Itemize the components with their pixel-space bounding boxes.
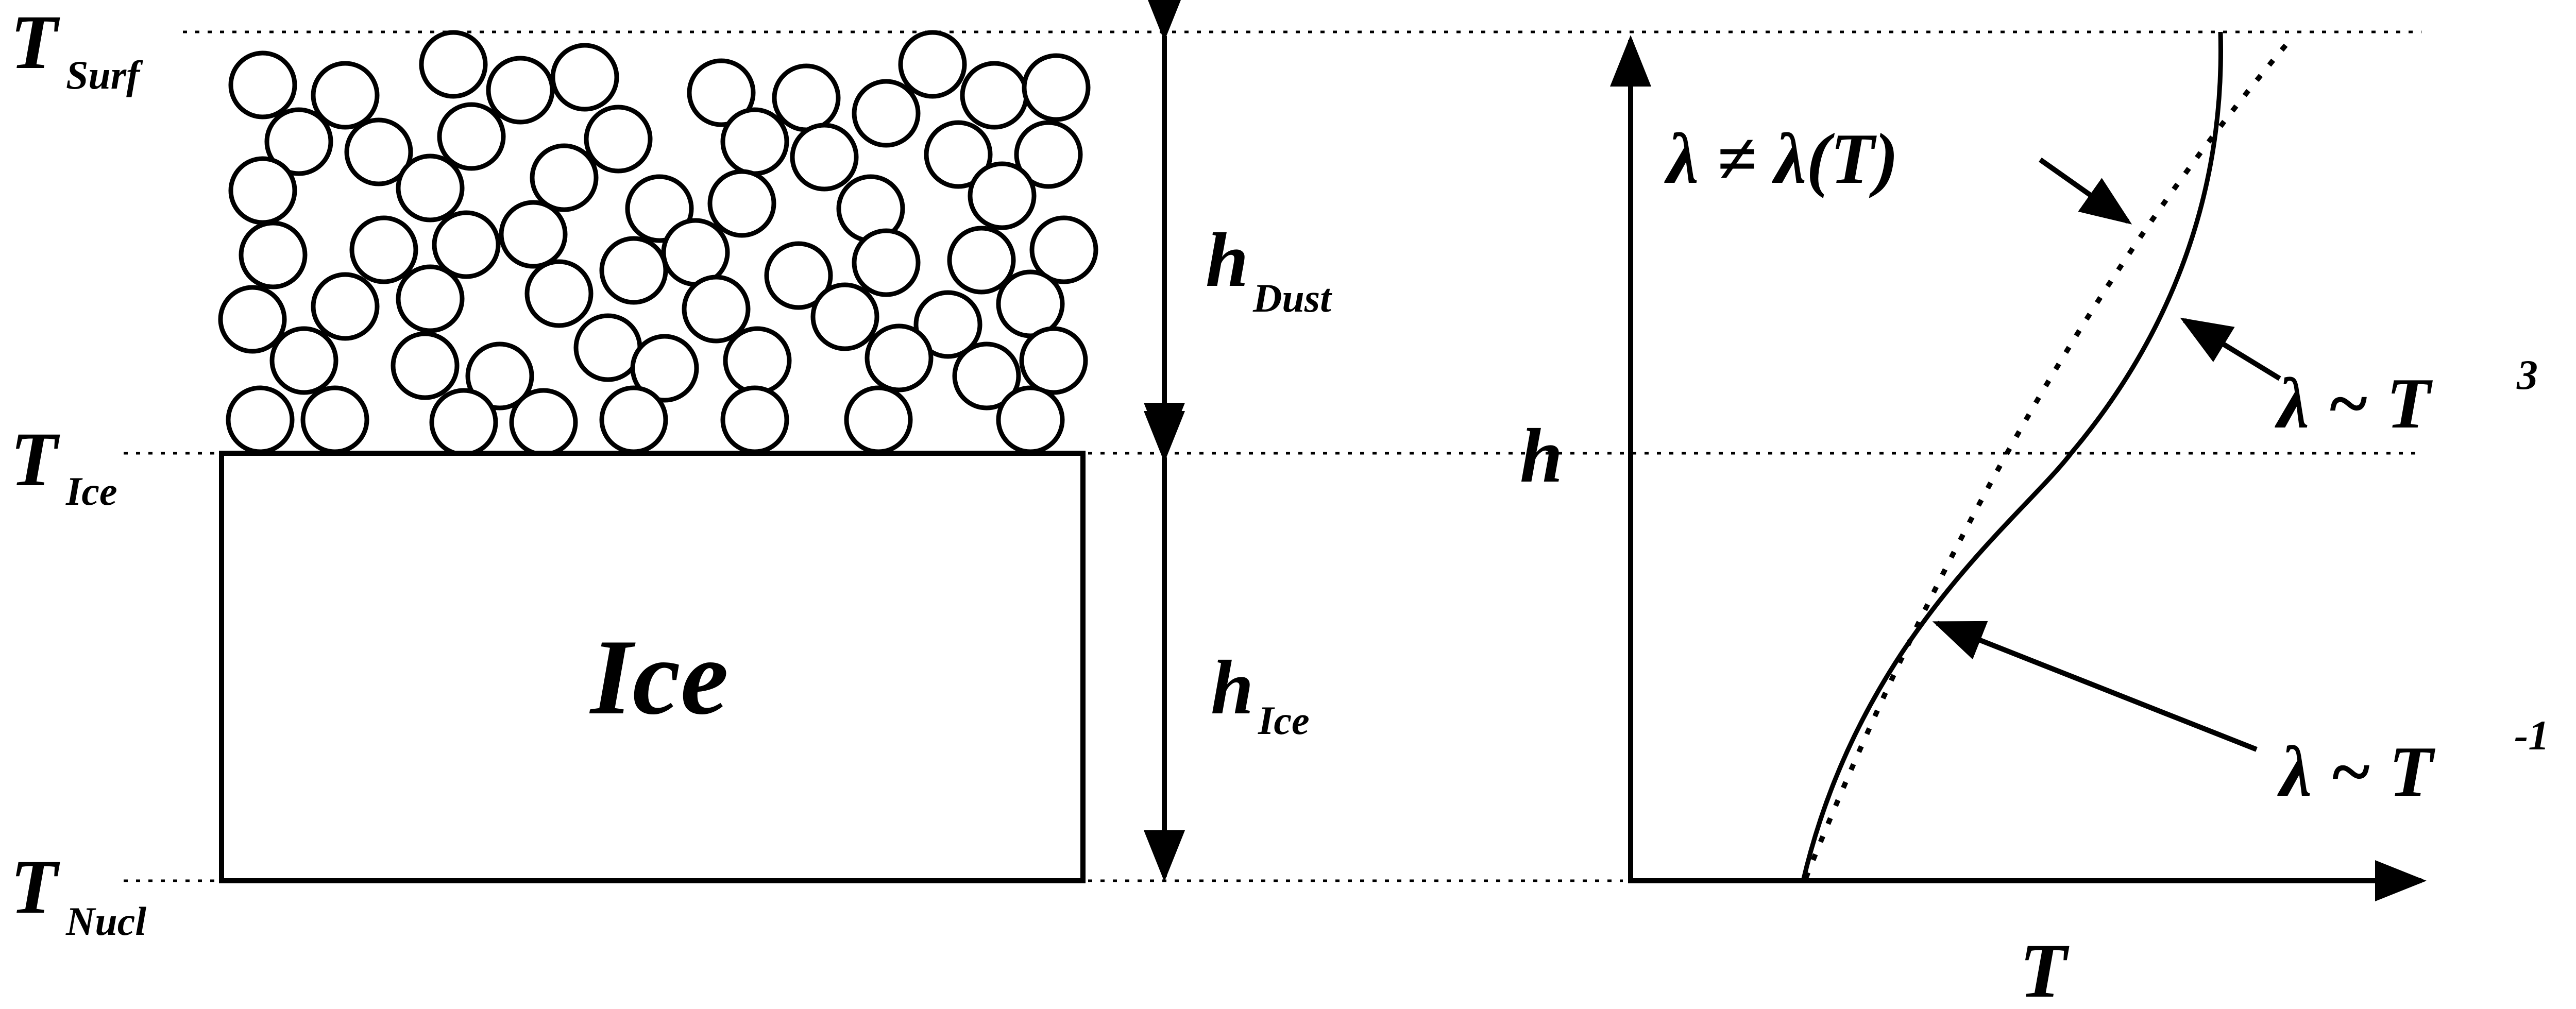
dust-particle (661, 218, 730, 287)
svg-text:h: h (1206, 217, 1248, 303)
svg-text:λ ~ T: λ ~ T (2277, 732, 2436, 812)
dust-particle (720, 107, 789, 176)
label-t-nucl: T Nucl (10, 844, 146, 944)
dust-particle (947, 226, 1016, 295)
svg-text:T: T (10, 844, 60, 930)
svg-text:3: 3 (2516, 351, 2538, 398)
label-t-ice: T Ice (10, 417, 117, 514)
dust-particle (530, 143, 599, 212)
label-h-ice: h Ice (1211, 645, 1310, 743)
dust-particle (419, 30, 488, 99)
dust-particle (218, 285, 287, 354)
dust-particle (599, 385, 668, 454)
ice-block-label: Ice (589, 618, 728, 737)
svg-text:Nucl: Nucl (65, 899, 146, 944)
dust-particle (524, 259, 594, 328)
dust-particle (625, 174, 694, 243)
dust-particle (269, 326, 338, 395)
svg-text:-1: -1 (2514, 712, 2549, 759)
dust-particle (898, 30, 967, 99)
plot-x-axis-label: T (2020, 928, 2070, 1006)
dust-particle (311, 272, 380, 341)
dust-particle (344, 117, 413, 186)
svg-text:T: T (10, 417, 60, 502)
dust-particle (790, 123, 859, 192)
dust-particle (682, 275, 751, 344)
svg-text:h: h (1211, 645, 1253, 730)
dust-particle (509, 388, 578, 457)
profile-variable-conductivity (1801, 31, 2224, 882)
dust-particle (772, 63, 841, 132)
dust-particle (960, 61, 1029, 130)
dust-particle (584, 105, 653, 174)
dust-particle (913, 290, 982, 359)
label-const-conductivity: λ ≠ λ(T) (1664, 119, 1899, 199)
dust-particle (865, 323, 934, 392)
dust-particle (1014, 120, 1083, 189)
label-h-dust: h Dust (1206, 217, 1332, 320)
svg-text:Ice: Ice (1258, 698, 1310, 743)
dust-particle (228, 50, 297, 119)
dust-particle (432, 210, 501, 279)
dust-particle (349, 215, 418, 284)
dust-particle (1022, 53, 1091, 122)
dust-particle (1019, 326, 1088, 395)
arrow-to-ice-law (1932, 621, 2258, 752)
dust-particle (996, 385, 1065, 454)
dust-particle (764, 241, 833, 310)
dust-particle (1029, 215, 1098, 284)
arrow-to-constant-profile (2039, 157, 2132, 225)
svg-text:Dust: Dust (1252, 276, 1332, 320)
dust-particle (630, 334, 699, 403)
plot-y-axis-label: h (1520, 413, 1563, 499)
dust-layer (218, 30, 1098, 457)
dust-particle (844, 385, 913, 454)
label-ice-law: λ ~ T -1 (2277, 712, 2549, 812)
dust-particle (264, 107, 333, 176)
dust-particle (429, 388, 498, 457)
dust-particle (687, 58, 756, 127)
svg-text:T: T (10, 0, 60, 85)
dust-particle (599, 236, 668, 305)
dust-particle (311, 61, 380, 130)
svg-text:λ ~ T: λ ~ T (2275, 364, 2433, 443)
dust-particle (437, 102, 506, 171)
dust-particle (810, 282, 879, 351)
label-t-surf: T Surf (10, 0, 143, 97)
dust-particle (396, 264, 465, 333)
arrow-to-dust-law (2180, 317, 2281, 381)
profile-constant-conductivity (1803, 35, 2295, 879)
svg-text:Ice: Ice (65, 469, 117, 514)
dust-particle (226, 385, 295, 454)
dust-particle (996, 269, 1065, 338)
dust-particle (852, 228, 921, 297)
dust-particle (239, 220, 308, 289)
dust-particle (228, 156, 297, 225)
dust-particle (391, 331, 460, 400)
dust-particle (723, 326, 792, 395)
dust-particle (852, 79, 921, 148)
dust-particle (486, 56, 555, 125)
dust-particle (968, 161, 1037, 230)
dust-particle (924, 120, 993, 189)
dust-particle (499, 200, 568, 269)
dust-particle (300, 385, 369, 454)
dust-particle (465, 341, 534, 411)
ice-block (219, 451, 1086, 883)
dust-particle (550, 43, 619, 112)
dust-particle (707, 169, 776, 238)
dust-particle (720, 385, 789, 454)
svg-text:Surf: Surf (66, 53, 143, 97)
label-dust-law: λ ~ T 3 (2275, 351, 2538, 443)
dust-particle (396, 153, 465, 223)
dust-particle (952, 341, 1021, 411)
dust-particle (573, 313, 642, 382)
